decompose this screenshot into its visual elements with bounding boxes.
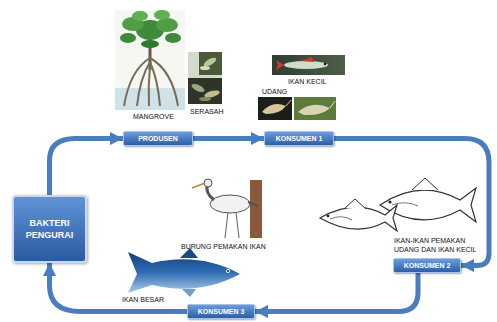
- heron-drawing: [250, 180, 262, 238]
- small-fish-picture: [284, 61, 328, 69]
- mangrove-picture: [120, 33, 136, 43]
- picture-label: IKAN-IKAN PEMAKAN UDANG DAN IKAN KECIL: [394, 236, 478, 254]
- tuna-picture: [226, 269, 230, 273]
- flow-arrow: [334, 139, 489, 266]
- shrimp-picture: [294, 97, 336, 120]
- mangrove-picture: [137, 62, 150, 106]
- level-band: KONSUMEN 3: [187, 304, 255, 319]
- predator-fish-drawing: [320, 205, 397, 231]
- mangrove-picture: [156, 18, 178, 32]
- tuna-picture: [128, 252, 240, 293]
- mangrove-picture: [150, 58, 178, 106]
- mangrove-picture: [115, 10, 185, 110]
- litter-picture: [188, 52, 222, 104]
- tuna-picture: [128, 248, 240, 297]
- mangrove-picture: [149, 66, 150, 106]
- decomposer-box: BAKTERI PENGURAI: [12, 195, 87, 263]
- flow-arrow: [50, 139, 124, 196]
- heron-drawing: [236, 212, 239, 238]
- predator-fish-drawing: [330, 217, 352, 220]
- heron-drawing: [225, 212, 228, 238]
- shrimp-picture: [258, 97, 292, 120]
- litter-picture: [200, 66, 210, 70]
- small-fish-picture: [324, 63, 326, 65]
- heron-drawing: [192, 179, 262, 238]
- litter-picture: [199, 97, 211, 101]
- picture-label: BURUNG PEMAKAN IKAN: [181, 242, 266, 251]
- small-fish-picture: [272, 55, 345, 75]
- shrimp-picture: [262, 104, 286, 114]
- predator-fish-drawing: [388, 200, 391, 203]
- tuna-picture: [227, 270, 229, 272]
- heron-drawing: [204, 179, 212, 187]
- small-fish-picture: [272, 55, 345, 75]
- flow-arrow: [255, 273, 418, 312]
- mangrove-picture: [154, 10, 170, 20]
- shrimp-picture: [258, 97, 336, 120]
- node-text: KONSUMEN 1: [276, 134, 323, 143]
- heron-drawing: [248, 202, 258, 206]
- picture-label: MANGROVE: [133, 112, 174, 121]
- small-fish-picture: [276, 60, 284, 70]
- heron-drawing: [192, 183, 205, 188]
- litter-picture: [199, 52, 222, 75]
- picture-label: IKAN KECIL: [288, 77, 327, 86]
- predator-fish-drawing: [412, 178, 438, 190]
- predator-fish-drawing: [345, 199, 366, 209]
- predator-fish-drawing: [380, 188, 476, 222]
- level-band: KONSUMEN 1: [264, 131, 334, 146]
- predator-fish-drawing: [320, 178, 476, 231]
- node-text: KONSUMEN 3: [198, 307, 245, 316]
- mangrove-picture: [132, 11, 148, 21]
- shrimp-picture: [286, 100, 291, 106]
- level-band: KONSUMEN 2: [393, 258, 461, 273]
- small-fish-picture: [300, 57, 314, 62]
- mangrove-picture: [141, 40, 159, 48]
- node-text: PRODUSEN: [138, 134, 178, 143]
- heron-drawing: [210, 195, 250, 213]
- mangrove-picture: [115, 10, 185, 110]
- picture-label: IKAN BESAR: [122, 295, 164, 304]
- litter-picture: [190, 82, 205, 93]
- litter-picture: [188, 52, 222, 104]
- tuna-picture: [182, 289, 196, 297]
- predator-fish-drawing: [327, 215, 330, 218]
- flow-arrow: [50, 263, 188, 312]
- node-text: KONSUMEN 2: [404, 261, 451, 270]
- flow-arrow: [193, 136, 264, 141]
- mangrove-picture: [150, 62, 160, 106]
- picture-label: UDANG: [262, 87, 287, 96]
- mangrove-picture: [165, 33, 181, 43]
- litter-picture: [188, 78, 222, 104]
- picture-label: SERASAH: [190, 107, 223, 116]
- node-text: BAKTERI PENGURAI: [17, 217, 82, 241]
- level-band: PRODUSEN: [123, 131, 193, 146]
- shrimp-picture: [330, 101, 335, 108]
- shrimp-picture: [298, 105, 330, 115]
- mangrove-picture: [124, 58, 150, 106]
